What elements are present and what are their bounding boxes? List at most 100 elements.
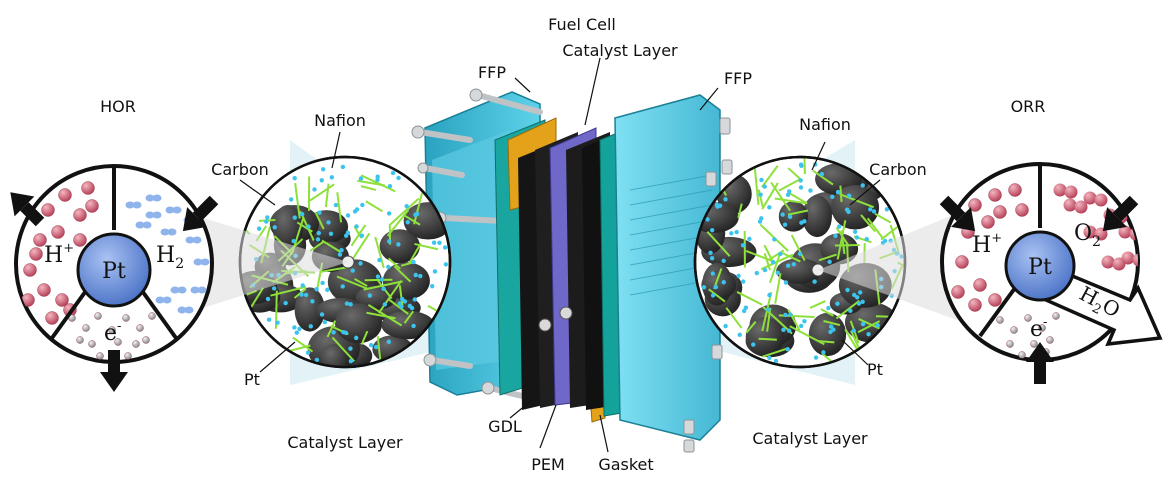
pt-dot xyxy=(381,286,386,292)
nafion-fiber xyxy=(823,320,841,327)
pt-dot xyxy=(411,259,416,265)
pt-dot xyxy=(265,215,270,220)
label-pem: PEM xyxy=(531,455,565,474)
pt-dot xyxy=(377,257,382,263)
pt-dot xyxy=(359,233,365,238)
proton-out-arrow xyxy=(10,192,45,227)
nafion-fiber xyxy=(812,169,834,186)
nafion-fiber xyxy=(745,321,757,334)
pt-dot xyxy=(398,304,404,309)
pt-dot xyxy=(835,189,841,195)
nafion-fiber xyxy=(321,239,342,253)
h2-atom xyxy=(152,194,162,202)
pt-dot xyxy=(775,270,781,276)
h2-atom xyxy=(155,296,165,304)
proton-sphere xyxy=(981,215,995,229)
pt-dot xyxy=(759,177,764,183)
nafion-fiber xyxy=(367,304,403,327)
nafion-fiber xyxy=(307,183,335,203)
pt-dot xyxy=(331,330,336,335)
proton-sphere xyxy=(23,263,37,277)
h2-atom xyxy=(193,258,203,266)
electron-sphere xyxy=(1052,312,1060,320)
pt-dot xyxy=(414,211,420,217)
nafion-fiber xyxy=(364,278,393,282)
pt-dot xyxy=(785,263,791,268)
o2-atom xyxy=(1118,225,1132,239)
h2-atom xyxy=(135,221,145,229)
pt-dot xyxy=(328,231,334,236)
pt-dot xyxy=(856,301,862,306)
nafion-fiber xyxy=(874,212,892,224)
pt-dot xyxy=(786,328,792,333)
pt-dot xyxy=(827,259,832,264)
pt-dot xyxy=(300,283,305,288)
pt-dot xyxy=(265,296,271,302)
nafion-fiber xyxy=(778,178,802,192)
label-carbon-right: Carbon xyxy=(869,160,927,179)
pt-dot xyxy=(701,285,707,290)
pt-dot xyxy=(288,197,294,202)
nafion-fiber xyxy=(839,185,843,202)
nafion-fiber xyxy=(365,200,384,213)
electron-sphere xyxy=(996,316,1004,324)
nafion-fiber xyxy=(840,230,846,255)
nafion-fiber xyxy=(761,291,773,332)
nafion-fiber xyxy=(787,209,809,216)
proton-sphere xyxy=(81,181,95,195)
carbon-particle xyxy=(294,287,325,332)
pt-dot xyxy=(729,231,734,236)
electron-sphere xyxy=(132,340,140,348)
electron-sphere xyxy=(136,324,144,332)
orr-detail: H2O Pt H+ O2 e- xyxy=(939,162,1163,384)
pt-dot xyxy=(413,272,418,278)
pt-dot xyxy=(306,224,311,229)
pt-dot xyxy=(431,240,437,245)
pt-dot xyxy=(709,255,715,261)
pt-dot xyxy=(884,207,890,212)
nafion-fiber xyxy=(386,209,410,237)
electron-sphere xyxy=(1010,326,1018,334)
carbon-particle xyxy=(802,195,832,238)
pt-dot xyxy=(303,292,309,298)
electron-out-arrow xyxy=(100,350,128,392)
pt-dot xyxy=(409,305,415,311)
pt-dot xyxy=(339,247,344,253)
water-out-arrow[interactable] xyxy=(1043,267,1163,347)
pt-dot xyxy=(773,358,779,364)
nafion-fiber xyxy=(809,300,826,309)
pt-dot xyxy=(375,274,381,279)
pt-dot xyxy=(396,242,401,247)
proton-sphere xyxy=(29,247,43,261)
nafion-fiber xyxy=(366,311,396,320)
pt-dot xyxy=(762,267,768,273)
h2-atom xyxy=(125,201,135,209)
hor-dividers xyxy=(50,168,178,340)
pt-dot xyxy=(783,280,789,285)
orr-arrows xyxy=(939,195,1139,384)
pt-dot xyxy=(340,164,346,170)
h2-atom xyxy=(197,286,207,294)
nafion-fiber xyxy=(762,347,790,358)
hor-proton-spheres xyxy=(21,181,99,325)
proton-in-arrow xyxy=(939,195,976,232)
nafion-fiber xyxy=(736,291,763,306)
h2-atom xyxy=(160,228,170,236)
pt-dot xyxy=(852,292,857,298)
proton-sphere xyxy=(73,208,87,222)
pt-dot xyxy=(710,293,716,298)
pt-dot xyxy=(798,178,803,183)
pt-dot xyxy=(747,236,752,242)
electron-sphere xyxy=(148,312,156,320)
pt-dot xyxy=(358,261,363,266)
nafion-fiber xyxy=(753,166,760,205)
nafion-fiber xyxy=(336,275,369,290)
pt-dot xyxy=(264,219,269,224)
hor-electron-spheres xyxy=(68,312,156,360)
o2-atom xyxy=(1064,185,1078,199)
pt-dot xyxy=(305,350,311,355)
nafion-fiber xyxy=(836,220,847,260)
electron-sphere xyxy=(1018,351,1026,359)
pt-dot xyxy=(430,284,435,289)
pt-dot xyxy=(291,238,296,244)
